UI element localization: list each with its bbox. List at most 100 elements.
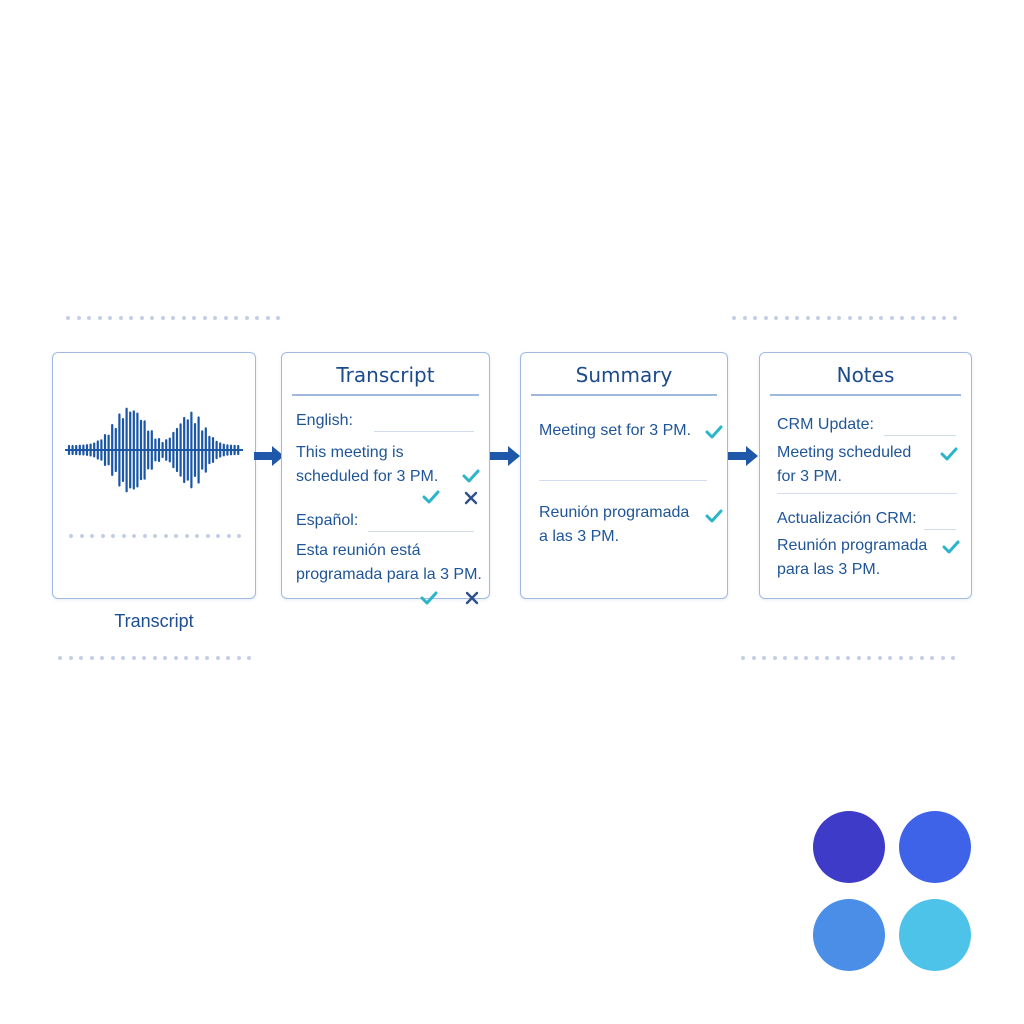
crm-update-es-rule [924, 529, 956, 530]
spanish-label-rule [368, 531, 474, 532]
summary-spanish-text: Reunión programada a las 3 PM. [539, 504, 690, 545]
dot [118, 316, 123, 320]
dot [223, 316, 228, 320]
english-transcript-text: This meeting is scheduled for 3 PM. [296, 444, 439, 485]
dot [900, 316, 904, 320]
dot [108, 316, 112, 320]
dot [858, 316, 862, 320]
check-icon[interactable] [462, 468, 480, 484]
color-swatch-indigo [813, 811, 885, 883]
dot [152, 656, 157, 660]
dotted-divider-bottom-right [741, 656, 963, 660]
dot [751, 656, 756, 660]
dot [826, 316, 831, 320]
dot [816, 316, 820, 320]
dot [793, 656, 798, 660]
dotted-divider-bottom-left [58, 656, 256, 660]
close-icon[interactable] [465, 591, 479, 605]
transcript-title: Transcript [336, 363, 435, 387]
dot [76, 316, 81, 320]
summary-title-rule [531, 394, 717, 396]
dot [97, 316, 102, 320]
check-icon[interactable] [705, 424, 723, 440]
dot [753, 316, 757, 320]
audio-card [52, 352, 256, 599]
dot [153, 534, 157, 538]
dot [129, 316, 133, 320]
dot [142, 534, 147, 538]
dot [244, 316, 249, 320]
dot [889, 316, 894, 320]
dot [160, 316, 165, 320]
audio-card-dotted-line [69, 534, 241, 538]
arrow-right-icon [490, 446, 520, 466]
dotted-divider-top-left [66, 316, 280, 320]
dot [276, 316, 280, 320]
dot [763, 316, 768, 320]
dot [121, 656, 125, 660]
dot [921, 316, 925, 320]
dot [205, 656, 209, 660]
close-icon[interactable] [464, 491, 478, 505]
transcript-title-rule [292, 394, 479, 396]
dot [66, 316, 70, 320]
dot [835, 656, 840, 660]
dot [89, 656, 94, 660]
dot [774, 316, 778, 320]
dot [930, 656, 934, 660]
dot [931, 316, 936, 320]
dot [868, 316, 873, 320]
dot [87, 316, 91, 320]
dot [205, 534, 210, 538]
dot [910, 316, 915, 320]
spanish-label: Español: [296, 512, 359, 529]
dot [255, 316, 259, 320]
dot [226, 534, 231, 538]
dot [79, 656, 83, 660]
transcript-card: Transcript English: This meeting is sche… [281, 352, 490, 605]
dot [952, 316, 957, 320]
dot [171, 316, 175, 320]
audio-label: Transcript [114, 611, 194, 631]
dot [236, 656, 241, 660]
dot [942, 316, 946, 320]
summary-english-text: Meeting set for 3 PM. [539, 422, 692, 439]
dot [142, 656, 146, 660]
dot [181, 316, 186, 320]
dot [837, 316, 841, 320]
dot [202, 316, 207, 320]
waveform-icon [65, 407, 243, 493]
dot [846, 656, 850, 660]
dot [772, 656, 777, 660]
dot [131, 656, 136, 660]
check-icon[interactable] [420, 590, 438, 606]
dot [215, 656, 220, 660]
dot [919, 656, 924, 660]
dot [804, 656, 808, 660]
dot [732, 316, 736, 320]
dot [163, 534, 168, 538]
dot [847, 316, 852, 320]
dot [213, 316, 217, 320]
check-icon[interactable] [940, 446, 958, 462]
notes-title: Notes [836, 363, 895, 387]
dot [951, 656, 955, 660]
dot [90, 534, 94, 538]
dot [194, 656, 199, 660]
arrow-right-icon [728, 446, 758, 466]
dot [100, 656, 104, 660]
check-icon[interactable] [705, 508, 723, 524]
dot [234, 316, 238, 320]
dot [184, 534, 189, 538]
check-icon[interactable] [942, 539, 960, 555]
dot [784, 316, 789, 320]
dotted-divider-top-right [732, 316, 962, 320]
arrow-right-icon [254, 446, 284, 466]
dot [150, 316, 154, 320]
dot [79, 534, 84, 538]
summary-divider [539, 480, 707, 481]
check-icon[interactable] [422, 489, 440, 505]
dot [879, 316, 883, 320]
dot [237, 534, 241, 538]
dot [226, 656, 230, 660]
